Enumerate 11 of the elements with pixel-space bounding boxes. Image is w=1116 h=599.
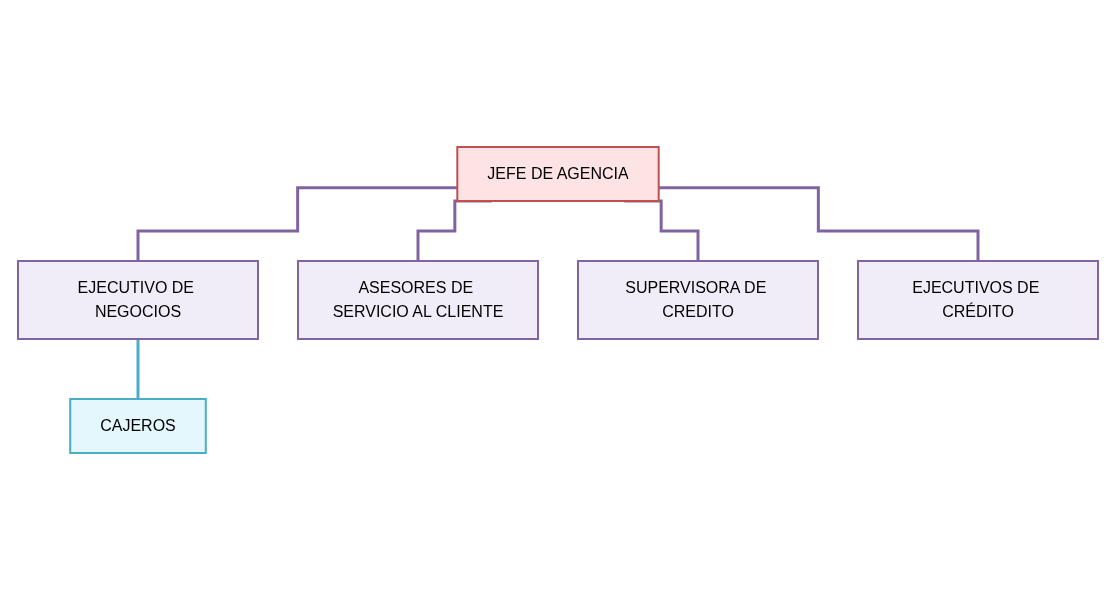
connector — [658, 185, 980, 262]
node-box: ASESORES DE SERVICIO AL CLIENTE — [297, 259, 539, 340]
connector — [416, 199, 492, 262]
node-box: SUPERVISORA DE CREDITO — [577, 259, 819, 340]
node-box: EJECUTIVOS DE CRÉDITO — [857, 259, 1099, 340]
node-box: CAJEROS — [69, 397, 207, 454]
connector — [136, 337, 140, 400]
node-box: JEFE DE AGENCIA — [456, 145, 660, 202]
connector — [624, 199, 700, 262]
connector — [136, 185, 458, 262]
node-box: EJECUTIVO DE NEGOCIOS — [17, 259, 259, 340]
